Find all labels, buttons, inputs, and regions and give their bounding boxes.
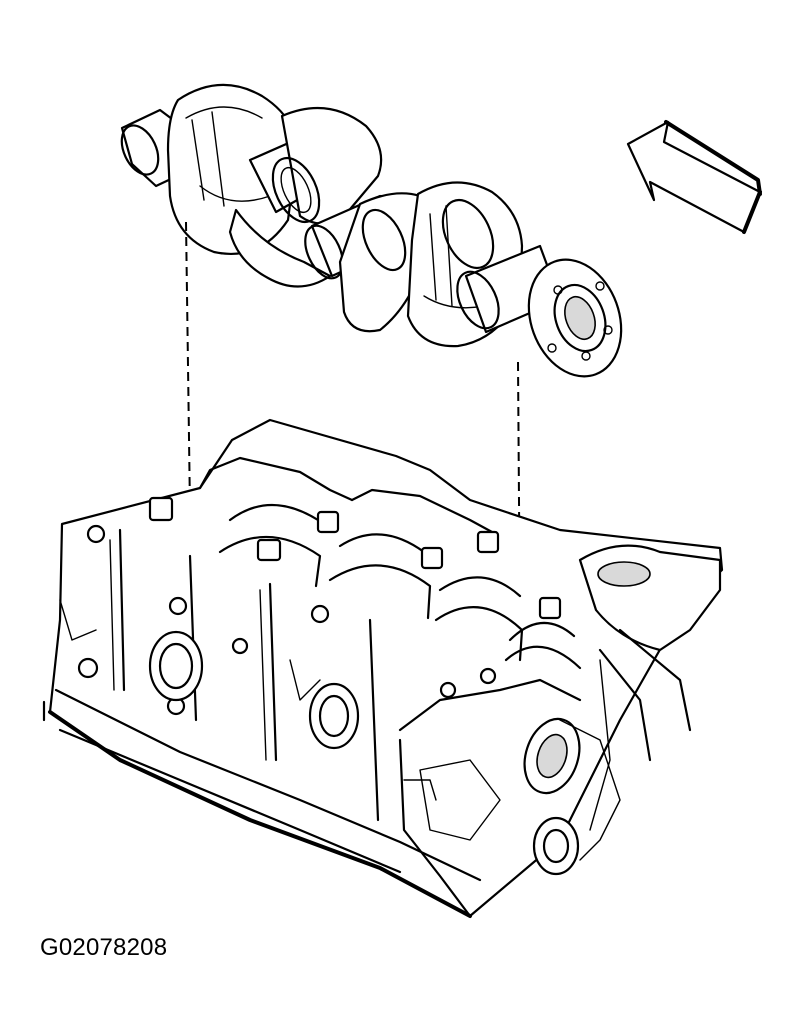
engine-block-illustration (42, 418, 724, 918)
alignment-line-front (185, 221, 191, 511)
arrow-icon (626, 120, 762, 234)
figure-id-label: G02078208 (40, 934, 168, 961)
crankshaft-illustration (120, 83, 623, 378)
